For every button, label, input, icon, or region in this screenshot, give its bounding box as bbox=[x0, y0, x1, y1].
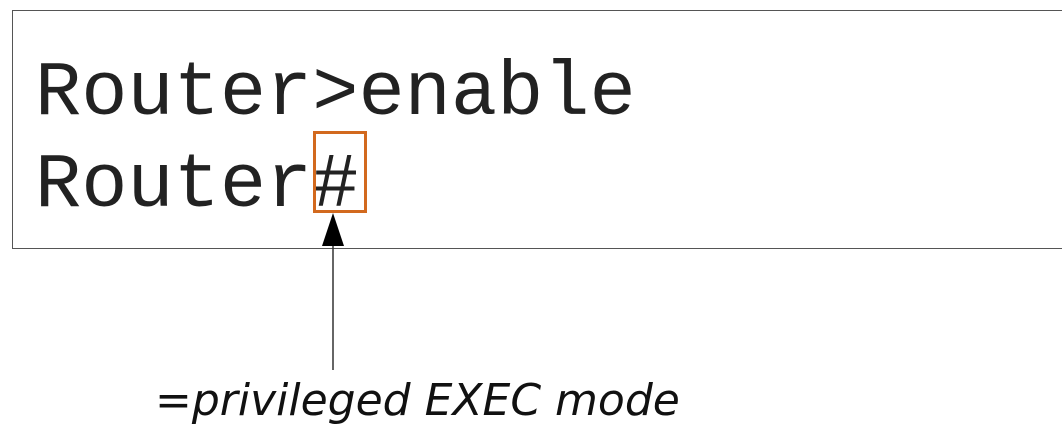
annotation-label: =privileged EXEC mode bbox=[155, 375, 680, 426]
prompt-symbol-highlight bbox=[313, 131, 367, 213]
terminal-line-command: Router>enable bbox=[35, 51, 636, 138]
terminal-line-prompt: Router# bbox=[35, 143, 359, 230]
terminal-box: Router>enable Router# bbox=[12, 10, 1062, 249]
